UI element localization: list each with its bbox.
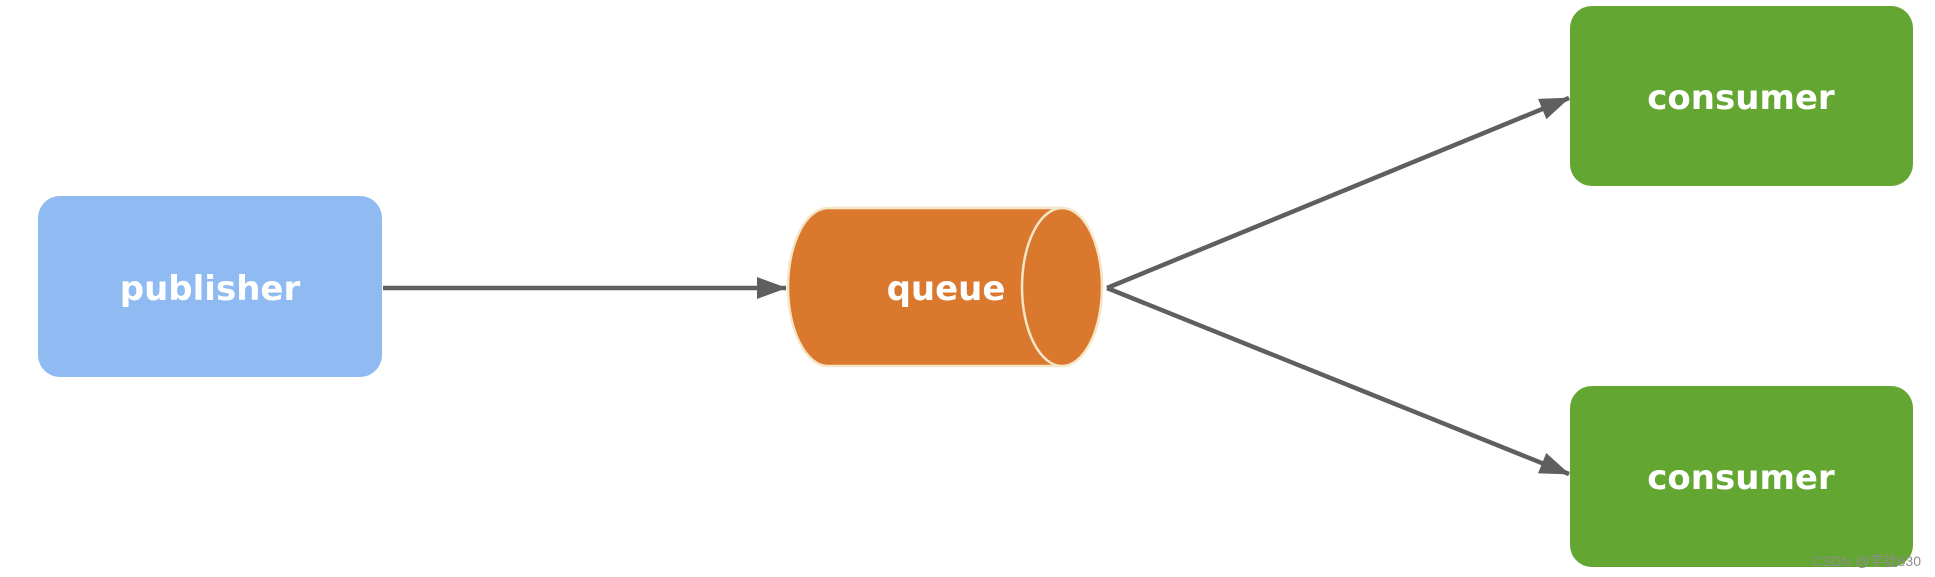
arrow-queue-to-consumer-top: [1106, 95, 1570, 291]
publisher-label: publisher: [120, 269, 301, 309]
consumer-label-bottom: consumer: [1647, 458, 1835, 498]
queue-label: queue: [887, 269, 1006, 309]
consumer-node-top[interactable]: consumer: [1570, 6, 1913, 186]
queue-end-cap: [1020, 206, 1104, 368]
queue-node[interactable]: queue: [786, 206, 1104, 368]
consumer-node-bottom[interactable]: consumer: [1570, 386, 1913, 567]
watermark-text: CSDN @学徒630: [1811, 553, 1921, 569]
publisher-node[interactable]: publisher: [38, 196, 382, 377]
arrow-queue-to-consumer-bottom: [1106, 285, 1570, 477]
consumer-box-top: [1570, 6, 1913, 186]
publisher-box: [38, 196, 382, 377]
edges: [383, 95, 1570, 477]
consumer-label-top: consumer: [1647, 78, 1835, 118]
consumer-box-bottom: [1570, 386, 1913, 567]
